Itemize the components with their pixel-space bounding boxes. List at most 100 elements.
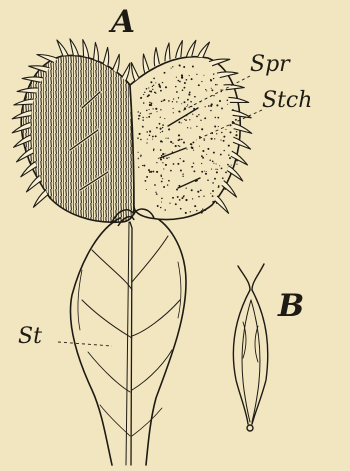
stipple-dot [149, 113, 150, 114]
stipple-dot [192, 166, 194, 168]
stipple-dot [181, 123, 182, 124]
stipple-dot [165, 153, 166, 154]
stipple-dot [221, 168, 223, 170]
stipple-dot [149, 109, 150, 110]
stipple-dot [154, 184, 156, 186]
stipple-dot [186, 187, 187, 188]
stipple-dot [167, 138, 168, 139]
stipple-dot [228, 145, 230, 147]
stipple-dot [221, 132, 223, 134]
stipple-dot [225, 172, 227, 174]
cilium-tooth [57, 40, 68, 56]
stipple-dot [217, 84, 218, 85]
stipple-dot [218, 126, 219, 127]
stipple-dot [201, 81, 202, 82]
stipple-dot [227, 104, 228, 105]
stipple-dot [176, 77, 177, 78]
stipple-dot [159, 85, 161, 87]
stipple-dot [203, 75, 204, 76]
stipple-dot [206, 171, 207, 172]
stipple-dot [150, 91, 152, 93]
stipple-dot [181, 76, 183, 78]
stipple-dot [214, 126, 216, 128]
cilium-tooth [33, 190, 47, 207]
stipple-dot [155, 192, 156, 193]
right-trap-lobe [130, 57, 240, 220]
stipple-dot [152, 89, 153, 90]
stipple-dot [221, 89, 222, 90]
stipple-dot [197, 191, 199, 193]
stipple-dot [168, 128, 170, 130]
stipple-dot [193, 162, 194, 163]
stipple-dot [168, 157, 169, 158]
stipple-dot [235, 119, 237, 121]
stipple-dot [165, 164, 167, 166]
cilium-tooth [27, 176, 42, 192]
stipple-dot [202, 150, 204, 152]
stipple-dot [188, 94, 190, 96]
stipple-dot [229, 157, 231, 159]
stipple-dot [178, 134, 180, 136]
stipple-dot [183, 195, 184, 196]
stipple-dot [140, 155, 142, 157]
stipple-dot [164, 118, 165, 119]
stipple-dot [211, 205, 212, 206]
stipple-dot [213, 152, 215, 154]
stipple-dot [192, 114, 193, 115]
stipple-dot [162, 162, 163, 163]
stipple-dot [179, 65, 181, 67]
stipple-dot [220, 154, 222, 156]
stipple-dot [208, 105, 210, 107]
stipple-dot [206, 154, 207, 155]
stipple-dot [138, 152, 139, 153]
stipple-dot [189, 92, 191, 94]
stipple-dot [227, 100, 229, 102]
stipple-dot [187, 99, 189, 101]
stipple-dot [189, 119, 190, 120]
stipple-dot [190, 211, 191, 212]
stipple-dot [160, 149, 162, 151]
cilium-tooth [17, 88, 38, 93]
stipple-dot [179, 199, 181, 201]
stipple-dot [162, 178, 163, 179]
stipple-dot [146, 110, 148, 112]
stipple-dot [201, 155, 203, 157]
stipple-dot [173, 112, 174, 113]
stipple-dot [161, 198, 163, 200]
stipple-dot [211, 138, 213, 140]
stipple-dot [152, 108, 153, 109]
stipple-dot [163, 186, 165, 188]
stipple-dot [146, 142, 147, 143]
stipple-dot [146, 131, 147, 132]
stipple-dot [194, 205, 196, 207]
stipple-dot [193, 150, 194, 151]
stipple-dot [214, 178, 216, 180]
stipple-dot [186, 79, 188, 81]
stipple-dot [140, 112, 141, 113]
stipple-dot [185, 199, 187, 201]
stipple-dot [191, 78, 193, 80]
stipple-dot [215, 169, 216, 170]
stipple-dot [182, 89, 184, 91]
stipple-dot [185, 119, 187, 121]
stipple-dot [179, 81, 181, 83]
cross-section-b [233, 264, 267, 431]
stipple-dot [172, 101, 173, 102]
stipple-dot [155, 108, 157, 110]
stipple-dot [181, 139, 183, 141]
stipple-dot [173, 98, 174, 99]
stipple-dot [190, 128, 191, 129]
stipple-dot [235, 134, 237, 136]
stipple-dot [209, 160, 210, 161]
stipple-dot [148, 116, 150, 118]
stipple-dot [184, 87, 186, 89]
stipple-dot [219, 165, 220, 166]
stipple-dot [148, 169, 150, 171]
stipple-dot [202, 157, 204, 159]
stipple-dot [201, 210, 203, 212]
stipple-dot [216, 104, 218, 106]
stipple-dot [142, 165, 143, 166]
stipple-dot [147, 139, 148, 140]
stipple-dot [216, 133, 217, 134]
stipple-dot [146, 189, 147, 190]
